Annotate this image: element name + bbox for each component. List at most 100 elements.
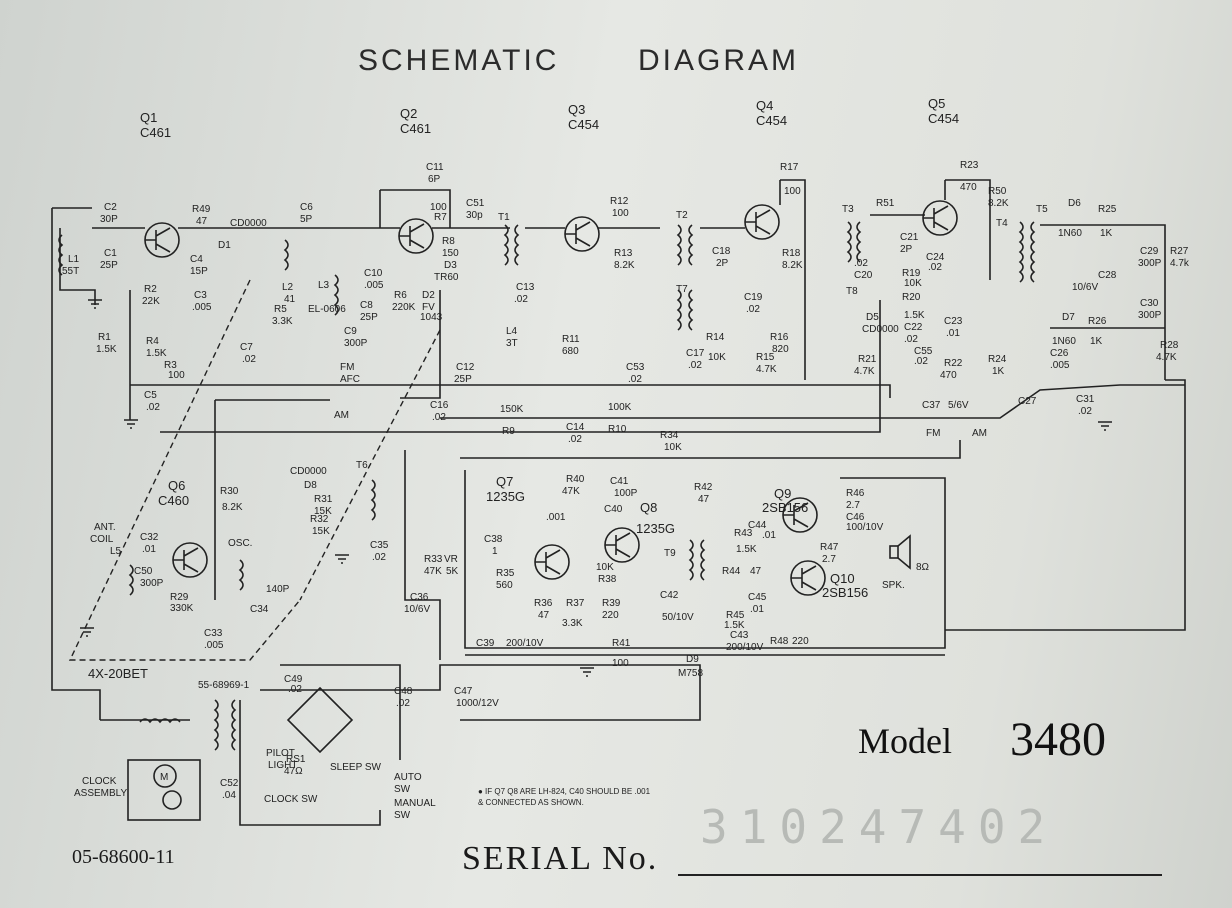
label-t1: T1 [498, 212, 510, 223]
model-number: 3480 [1010, 713, 1106, 766]
serial-label: SERIAL No. [462, 840, 659, 877]
label-r27v: 4.7k [1170, 258, 1190, 269]
label-fvv: 1043 [420, 312, 443, 323]
label-c10v: .005 [364, 280, 384, 291]
label-c41v: 100P [614, 488, 638, 499]
label-c28: C28 [1098, 270, 1117, 281]
label-r28v: 4.7K [1156, 352, 1177, 363]
label-r33v: 47K [424, 566, 442, 577]
label-r21v: 4.7K [854, 366, 875, 377]
label-r12v: 100 [612, 208, 629, 219]
label-fm: FM [926, 428, 940, 439]
label-vrv: 5K [446, 566, 459, 577]
label-r4v: 1.5K [146, 348, 167, 359]
label-c14v: .02 [568, 434, 582, 445]
label-r38: R38 [598, 574, 617, 585]
label-c51: C51 [466, 198, 485, 209]
label-r22: R22 [944, 358, 963, 369]
footnote-line-2: & CONNECTED AS SHOWN. [478, 798, 584, 807]
label-r35v: 560 [496, 580, 513, 591]
label-r14v: 10K [708, 352, 726, 363]
label-t4: T4 [996, 218, 1008, 229]
label-tr60: TR60 [434, 272, 459, 283]
label-c44v: .01 [762, 530, 776, 541]
label-r38v: 10K [596, 562, 614, 573]
label-c43v: 200/10V [726, 642, 764, 653]
label-r16: R16 [770, 332, 789, 343]
ground-symbols [80, 299, 1112, 677]
label-c45: C45 [748, 592, 767, 603]
clock-motor-icon [127, 759, 201, 821]
label-c53v: .02 [628, 374, 642, 385]
label-c9: C9 [344, 326, 357, 337]
label-r36: R36 [534, 598, 553, 609]
label-r9v: 150K [500, 404, 524, 415]
label-assembly: ASSEMBLY [74, 788, 127, 799]
label-c46v: 100/10V [846, 522, 884, 533]
label-c47v: 1000/12V [456, 698, 499, 709]
label-ohm: 8Ω [916, 562, 930, 573]
label-c35v: .02 [372, 552, 386, 563]
q9-type: 2SB156 [762, 500, 808, 515]
label-d6v: 1N60 [1058, 228, 1082, 239]
q7-type: 1235G [486, 489, 525, 504]
q9-ref: Q9 [774, 486, 791, 501]
label-c34v: 140P [266, 584, 290, 595]
label-c35: C35 [370, 540, 389, 551]
label-c42: C42 [660, 590, 679, 601]
label-c27: C27 [1018, 396, 1037, 407]
label-r18v: 8.2K [782, 260, 803, 271]
q10-type: 2SB156 [822, 585, 868, 600]
label-c32: C32 [140, 532, 159, 543]
q1-type: C461 [140, 125, 171, 140]
label-r6v: 220K [392, 302, 416, 313]
label-sleep: SLEEP SW [330, 762, 382, 773]
label-r25v: 1K [1100, 228, 1113, 239]
label-r2: R2 [144, 284, 157, 295]
label-r47v: 2.7 [822, 554, 836, 565]
label-fmafc: FM [340, 362, 354, 373]
label-c22v: .02 [904, 334, 918, 345]
label-r50: R50 [988, 186, 1007, 197]
label-r4: R4 [146, 336, 159, 347]
label-c20: C20 [854, 270, 873, 281]
label-r19v: 10K [904, 278, 922, 289]
label-r7v: 100 [430, 202, 447, 213]
label-r39: R39 [602, 598, 621, 609]
label-c3v: .005 [192, 302, 212, 313]
label-m: M [160, 772, 168, 783]
label-d2: D2 [422, 290, 435, 301]
label-d7: D7 [1062, 312, 1075, 323]
label-r9: R9 [502, 426, 515, 437]
label-c53: C53 [626, 362, 645, 373]
label-c29v: 300P [1138, 258, 1162, 269]
label-l1: L1 [68, 254, 80, 265]
label-d5: D5 [866, 312, 879, 323]
label-c22: C22 [904, 322, 923, 333]
label-c6: C6 [300, 202, 313, 213]
transistor-labels: Q1 C461 Q2 C461 Q3 C454 Q4 C454 Q5 C454 … [140, 96, 959, 600]
label-c17: C17 [686, 348, 705, 359]
label-el: EL-0606 [308, 304, 346, 315]
label-c33v: .005 [204, 640, 224, 651]
label-c26: C26 [1050, 348, 1069, 359]
label-r50v: 8.2K [988, 198, 1009, 209]
label-r15: R15 [756, 352, 775, 363]
label-d9: D9 [686, 654, 699, 665]
label-c18v: 2P [716, 258, 729, 269]
label-r29v: 330K [170, 603, 194, 614]
label-r42v: 47 [698, 494, 710, 505]
q5-type: C454 [928, 111, 959, 126]
label-r10: R10 [608, 424, 627, 435]
label-c50: C50 [134, 566, 153, 577]
q10-ref: Q10 [830, 571, 855, 586]
label-r31: R31 [314, 494, 333, 505]
label-c40: C40 [604, 504, 623, 515]
label-r8: R8 [442, 236, 455, 247]
label-r48v: 220 [792, 636, 809, 647]
label-clock: CLOCK [82, 776, 117, 787]
label-d7v: 1N60 [1052, 336, 1076, 347]
label-c40v: .001 [546, 512, 566, 523]
